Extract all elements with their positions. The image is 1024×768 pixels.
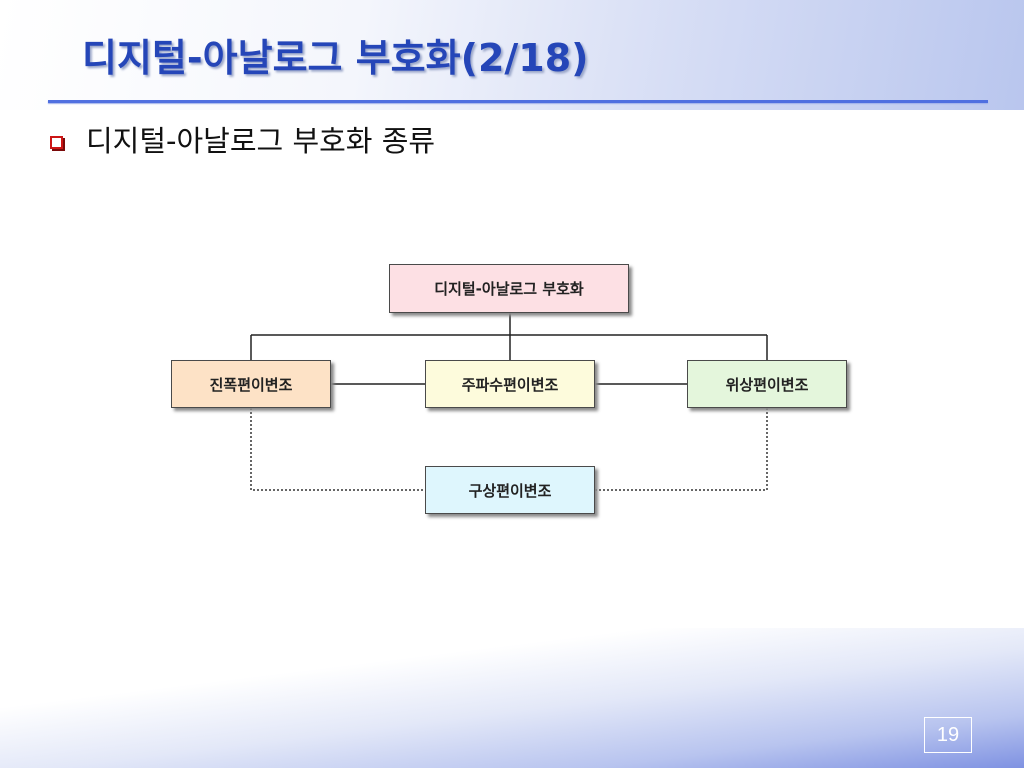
slide-title: 디지털-아날로그 부호화(2/18) <box>82 36 589 80</box>
ask-node: 진폭편이변조 <box>171 360 331 408</box>
root-node: 디지털-아날로그 부호화 <box>389 264 629 313</box>
title-divider <box>48 100 988 103</box>
qam-node: 구상편이변조 <box>425 466 595 514</box>
fsk-node: 주파수편이변조 <box>425 360 595 408</box>
ask-qam-dotted-line <box>250 408 425 491</box>
psk-qam-dotted-line <box>595 408 768 491</box>
footer-background <box>0 628 1024 768</box>
psk-node: 위상편이변조 <box>687 360 847 408</box>
header-background <box>0 0 1024 110</box>
square-bullet-icon <box>50 136 63 149</box>
bullet-text: 디지털-아날로그 부호화 종류 <box>86 124 436 158</box>
page-number: 19 <box>924 717 972 753</box>
